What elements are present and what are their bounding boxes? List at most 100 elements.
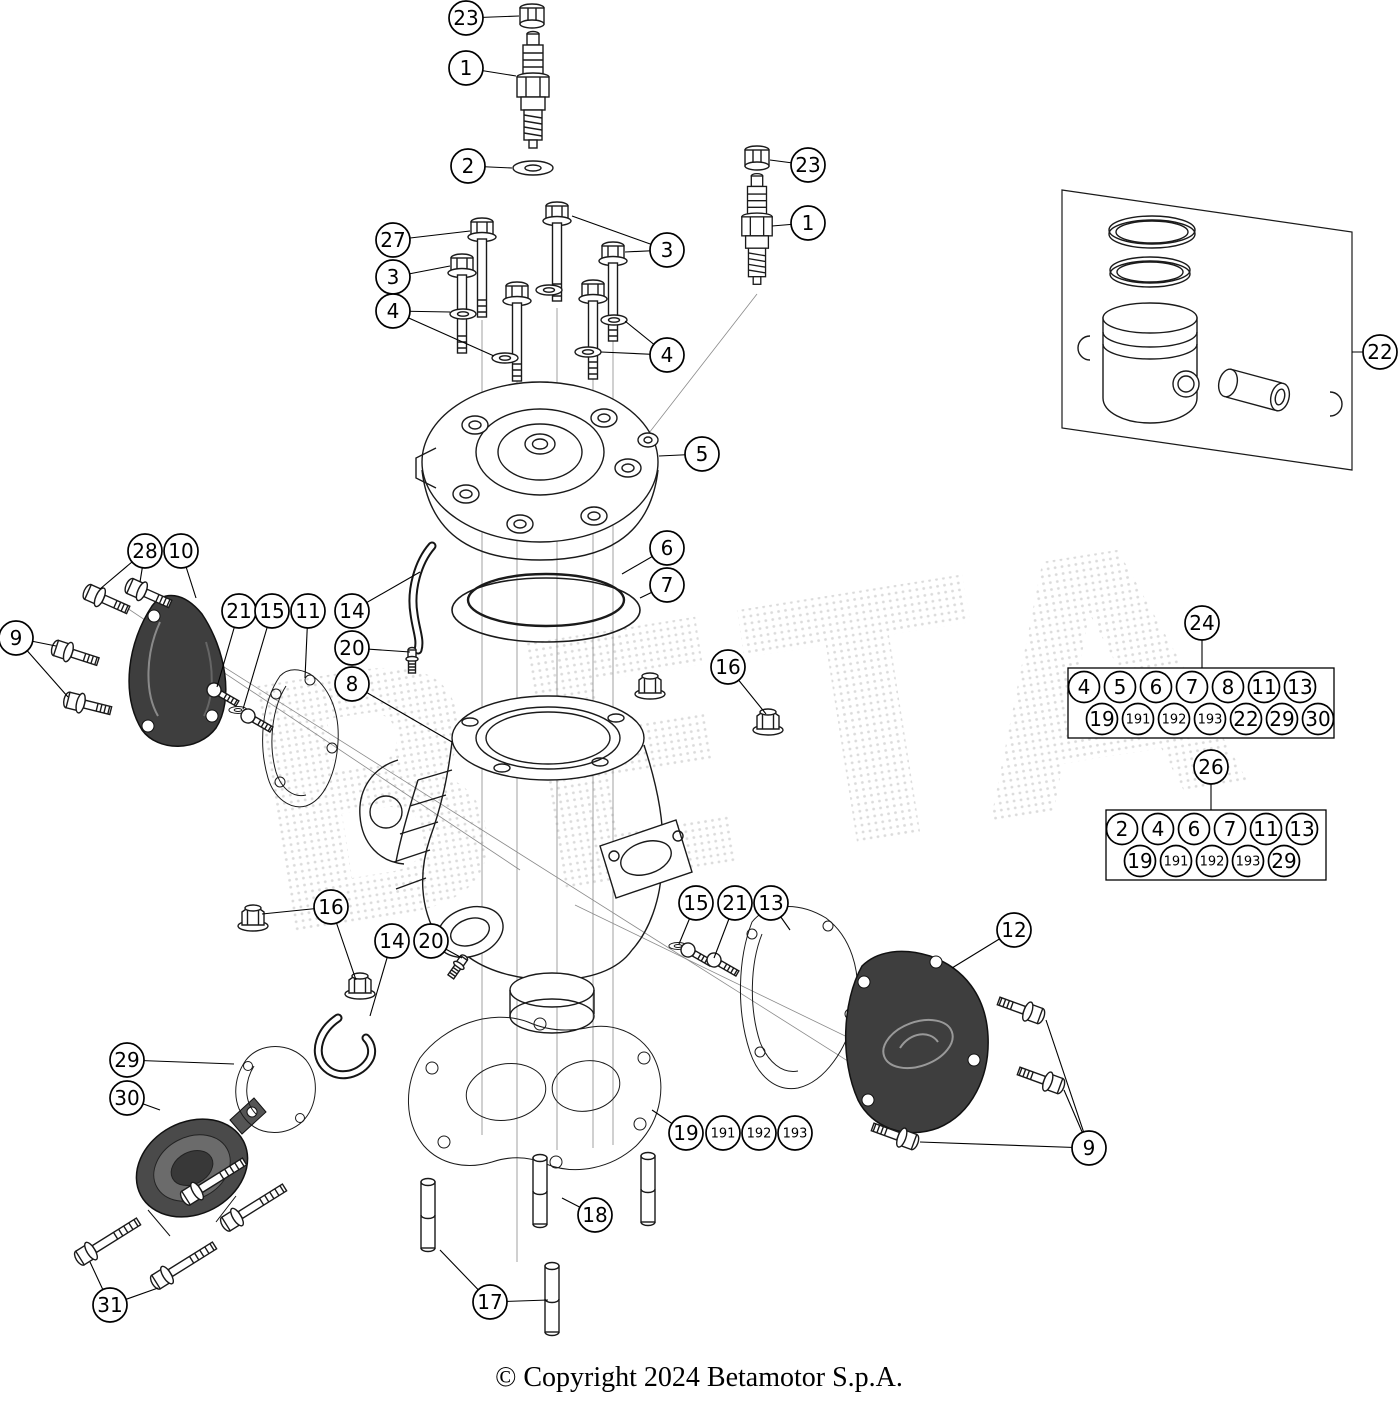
svg-text:18: 18 <box>582 1203 607 1227</box>
head-o-rings <box>451 572 641 643</box>
spark-plug-nut <box>519 3 545 29</box>
callout-14: 14 <box>334 593 370 629</box>
svg-text:8: 8 <box>1222 675 1235 699</box>
callout-193: 193 <box>1193 702 1227 736</box>
callout-8: 8 <box>1211 670 1245 704</box>
callout-191: 191 <box>705 1115 741 1151</box>
callout-22: 22 <box>1229 702 1263 736</box>
circlips <box>1077 335 1343 417</box>
svg-text:192: 192 <box>747 1127 772 1142</box>
svg-text:12: 12 <box>1001 918 1026 942</box>
svg-text:4: 4 <box>387 299 400 323</box>
callout-5: 5 <box>1103 670 1137 704</box>
callout-13: 13 <box>1285 812 1319 846</box>
cylinder-head <box>415 381 659 561</box>
control-cover-gasket <box>235 1046 316 1133</box>
callout-29: 29 <box>1267 844 1301 878</box>
svg-text:29: 29 <box>1271 849 1296 873</box>
callout-16: 16 <box>710 649 746 685</box>
spark-plug-nut <box>744 145 770 171</box>
svg-text:15: 15 <box>259 599 284 623</box>
drain-hose <box>313 1013 377 1080</box>
callout-14: 14 <box>374 923 410 959</box>
piston-kit <box>1061 189 1353 471</box>
svg-text:191: 191 <box>1164 855 1189 870</box>
svg-text:27: 27 <box>380 228 405 252</box>
callout-192: 192 <box>1157 702 1191 736</box>
callout-15: 15 <box>254 593 290 629</box>
svg-text:13: 13 <box>1287 675 1312 699</box>
svg-text:22: 22 <box>1233 707 1258 731</box>
callout-193: 193 <box>1231 844 1265 878</box>
svg-text:193: 193 <box>783 1127 808 1142</box>
svg-text:191: 191 <box>1126 713 1151 728</box>
svg-text:22: 22 <box>1367 340 1392 364</box>
callout-31: 31 <box>92 1287 128 1323</box>
svg-text:26: 26 <box>1198 755 1223 779</box>
callout-9: 9 <box>0 620 34 656</box>
svg-text:4: 4 <box>1078 675 1091 699</box>
svg-text:19: 19 <box>673 1121 698 1145</box>
svg-text:20: 20 <box>418 929 443 953</box>
callout-3: 3 <box>649 232 685 268</box>
svg-text:13: 13 <box>1289 817 1314 841</box>
callout-4: 4 <box>1141 812 1175 846</box>
callout-193: 193 <box>777 1115 813 1151</box>
callout-2: 2 <box>1105 812 1139 846</box>
svg-text:14: 14 <box>379 929 404 953</box>
callout-27: 27 <box>375 222 411 258</box>
svg-text:10: 10 <box>168 539 193 563</box>
svg-text:192: 192 <box>1162 713 1187 728</box>
callout-17: 17 <box>472 1284 508 1320</box>
cylinder <box>359 695 693 1034</box>
callout-15: 15 <box>678 885 714 921</box>
callout-1: 1 <box>448 50 484 86</box>
cylinder-base-gasket <box>408 1016 662 1170</box>
breather-hose <box>408 541 437 655</box>
callout-11: 11 <box>290 593 326 629</box>
callout-16: 16 <box>313 889 349 925</box>
svg-text:21: 21 <box>226 599 251 623</box>
callout-6: 6 <box>649 530 685 566</box>
svg-text:21: 21 <box>722 891 747 915</box>
svg-text:19: 19 <box>1089 707 1114 731</box>
callout-13: 13 <box>1283 670 1317 704</box>
svg-text:191: 191 <box>711 1127 736 1142</box>
valve-cover-left <box>128 594 227 747</box>
piston-pin <box>1217 368 1291 412</box>
callout-12: 12 <box>996 912 1032 948</box>
svg-text:2: 2 <box>462 154 475 178</box>
svg-text:4: 4 <box>1152 817 1165 841</box>
callout-4: 4 <box>375 293 411 329</box>
svg-text:20: 20 <box>339 636 364 660</box>
svg-text:7: 7 <box>1186 675 1199 699</box>
callout-7: 7 <box>1213 812 1247 846</box>
svg-text:31: 31 <box>97 1293 122 1317</box>
svg-text:6: 6 <box>661 536 674 560</box>
svg-text:24: 24 <box>1189 611 1214 635</box>
svg-text:15: 15 <box>683 891 708 915</box>
spark-plug-washer <box>512 160 554 176</box>
callout-10: 10 <box>163 533 199 569</box>
callout-8: 8 <box>334 666 370 702</box>
callout-7: 7 <box>1175 670 1209 704</box>
svg-text:28: 28 <box>132 539 157 563</box>
svg-text:6: 6 <box>1150 675 1163 699</box>
callout-7: 7 <box>649 567 685 603</box>
callout-22: 22 <box>1362 334 1398 370</box>
svg-text:8: 8 <box>346 672 359 696</box>
callout-20: 20 <box>334 630 370 666</box>
callout-21: 21 <box>221 593 257 629</box>
callout-30: 30 <box>109 1080 145 1116</box>
svg-text:29: 29 <box>114 1048 139 1072</box>
svg-text:7: 7 <box>1224 817 1237 841</box>
svg-text:193: 193 <box>1198 713 1223 728</box>
callout-19: 19 <box>1123 844 1157 878</box>
svg-text:5: 5 <box>696 442 709 466</box>
svg-text:3: 3 <box>387 265 400 289</box>
svg-text:13: 13 <box>758 891 783 915</box>
watermark-text: BETA <box>216 467 1274 1016</box>
svg-text:17: 17 <box>477 1290 502 1314</box>
callout-191: 191 <box>1121 702 1155 736</box>
